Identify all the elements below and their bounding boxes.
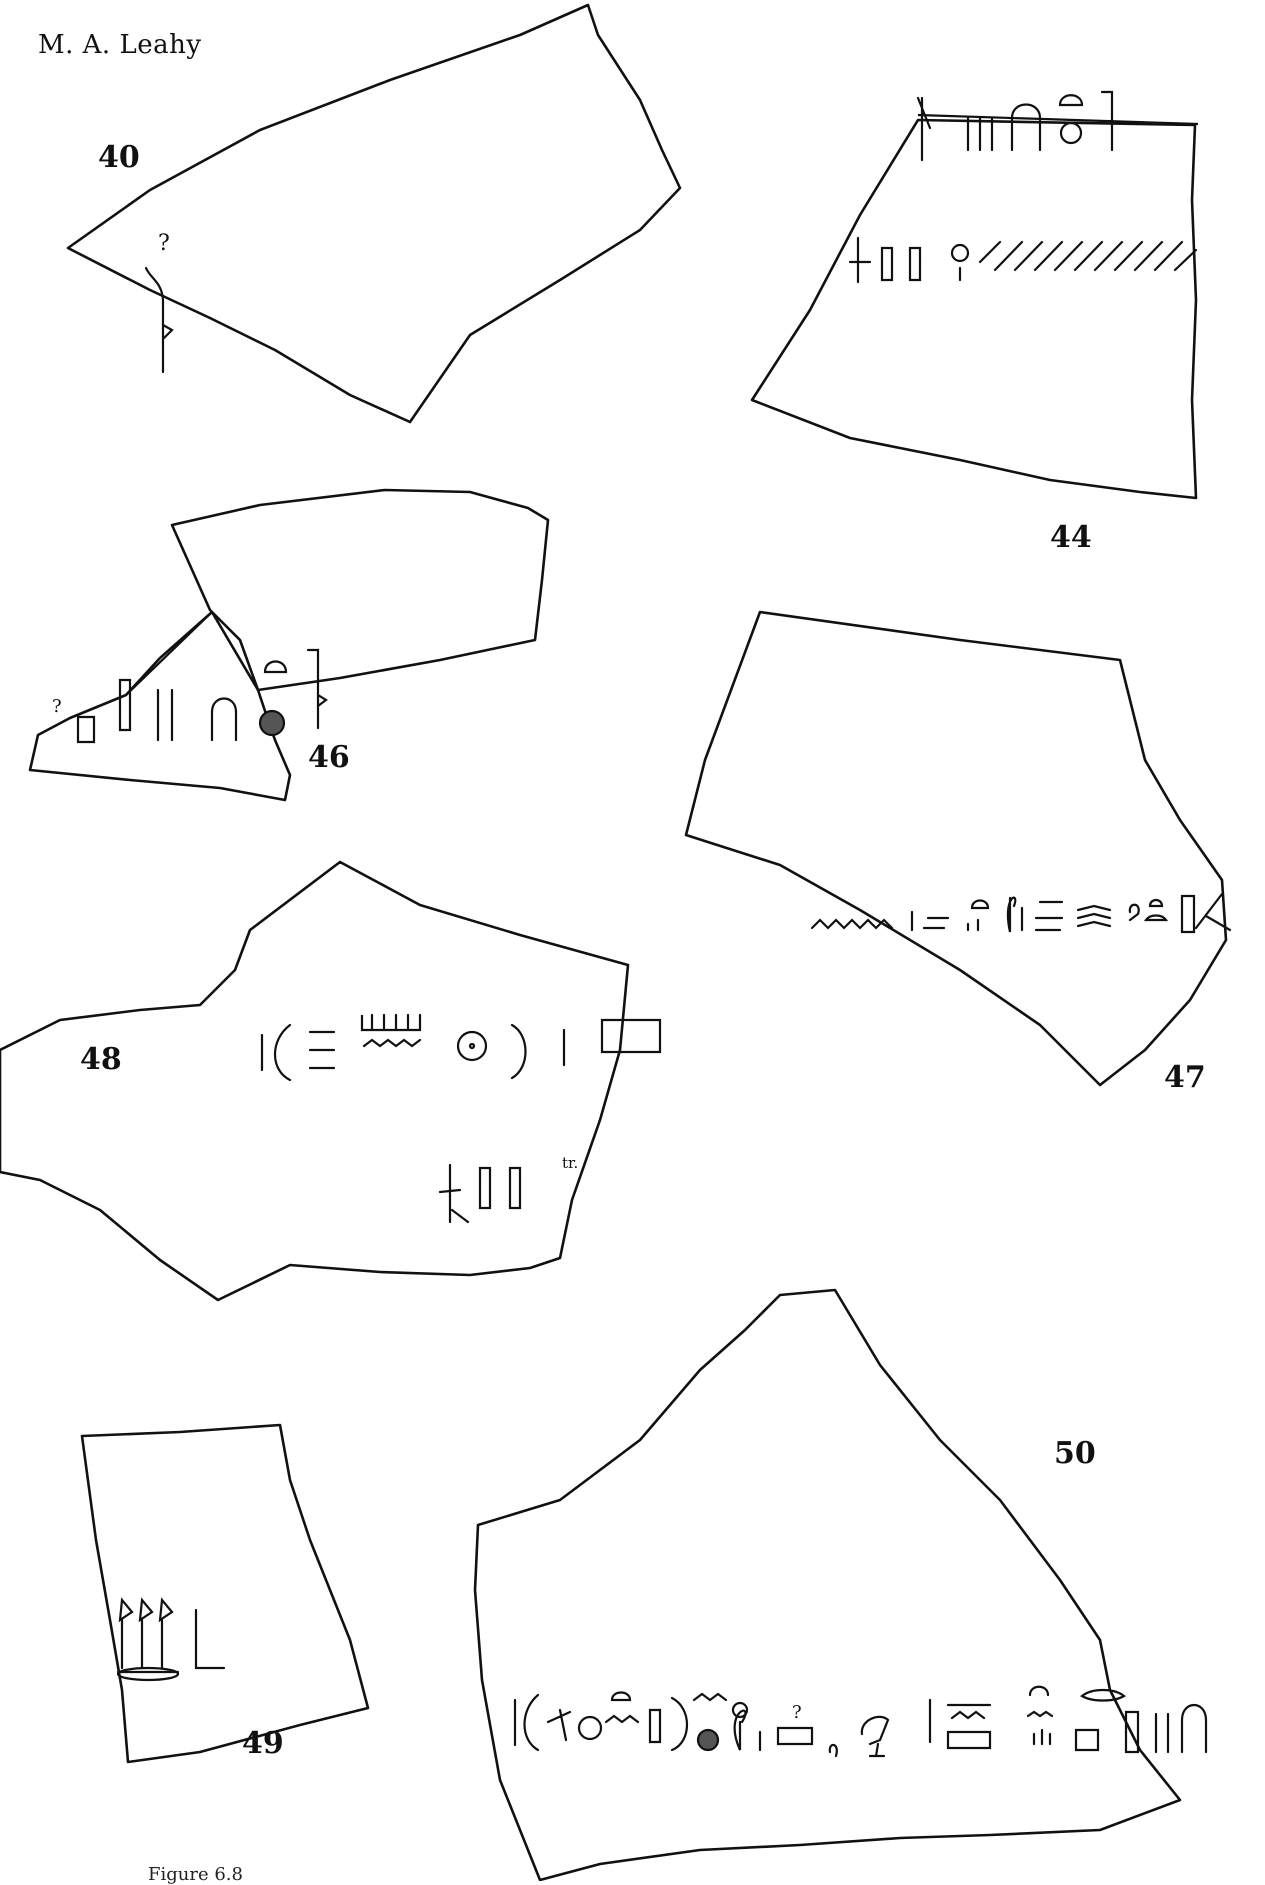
fragment-48-lower-glyphs [438,1163,522,1224]
fragment-44-sun-disk [1059,121,1083,145]
fragment-44-damage-hatching [978,240,1198,272]
fragment-46-glyphs [76,648,328,744]
fragment-50-outline [473,1288,1182,1881]
fragment-47-outline [684,610,1228,1087]
fragment-label-44: 44 [1050,520,1092,555]
fragment-44-outline [750,118,1198,500]
fragment-48-sun-dot [468,1042,476,1050]
fragment-46-drawing [28,488,550,802]
fragment-44-small-circle [950,243,970,263]
fragment-49-drawing [80,1423,370,1764]
fragment-40-outline [66,3,682,424]
fragment-48-outline [0,860,630,1302]
fragment-48-sun-disk [456,1030,488,1062]
fragment-50-glyph-row [513,1685,1208,1758]
fragment-44-glyphs-row2 [848,236,962,284]
fragment-label-40: 40 [98,140,140,175]
fragment-label-47: 47 [1164,1060,1206,1095]
fragment-50-uncertain-mark: ? [792,1702,802,1723]
fragment-50-sun-disk [577,1715,603,1741]
fragment-49-outline [80,1423,370,1764]
fragment-49-glyphs [116,1597,226,1674]
fragment-label-48: 48 [80,1042,122,1077]
fragment-50-shaded-disk [696,1728,720,1752]
fragment-48-cartouche-row [260,1013,662,1082]
fragment-44-top-line [917,113,1199,126]
fragment-44-drawing [750,90,1199,500]
fragment-47-glyph-row [910,892,1232,934]
fragment-46-joint-line [125,611,213,696]
fragment-label-50: 50 [1054,1436,1096,1471]
fragment-48-drawing [0,860,662,1302]
fragment-48-tr-annotation: tr. [562,1154,578,1172]
author-header: M. A. Leahy [38,30,202,60]
fragment-47-drawing [684,610,1232,1087]
fragment-50-drawing [473,1288,1208,1881]
fragment-46-shaded-disk [258,709,286,737]
fragment-40-glyph-staff [144,266,174,374]
fragment-46-lower-sherd [28,610,292,802]
fragment-label-46: 46 [308,740,350,775]
figure-caption: Figure 6.8 [148,1864,243,1885]
fragment-44-glyphs-top [916,90,1114,162]
fragment-49-base-oval [116,1666,180,1682]
fragment-46-upper-sherd [170,488,550,692]
fragment-46-uncertain-mark: ? [52,696,62,717]
fragment-50-ankh-loop [731,1701,749,1719]
fragment-47-water-ripple [810,918,894,930]
fragment-40-uncertain-mark: ? [158,231,170,256]
fragment-40-drawing [66,3,682,424]
fragment-label-49: 49 [242,1726,284,1761]
